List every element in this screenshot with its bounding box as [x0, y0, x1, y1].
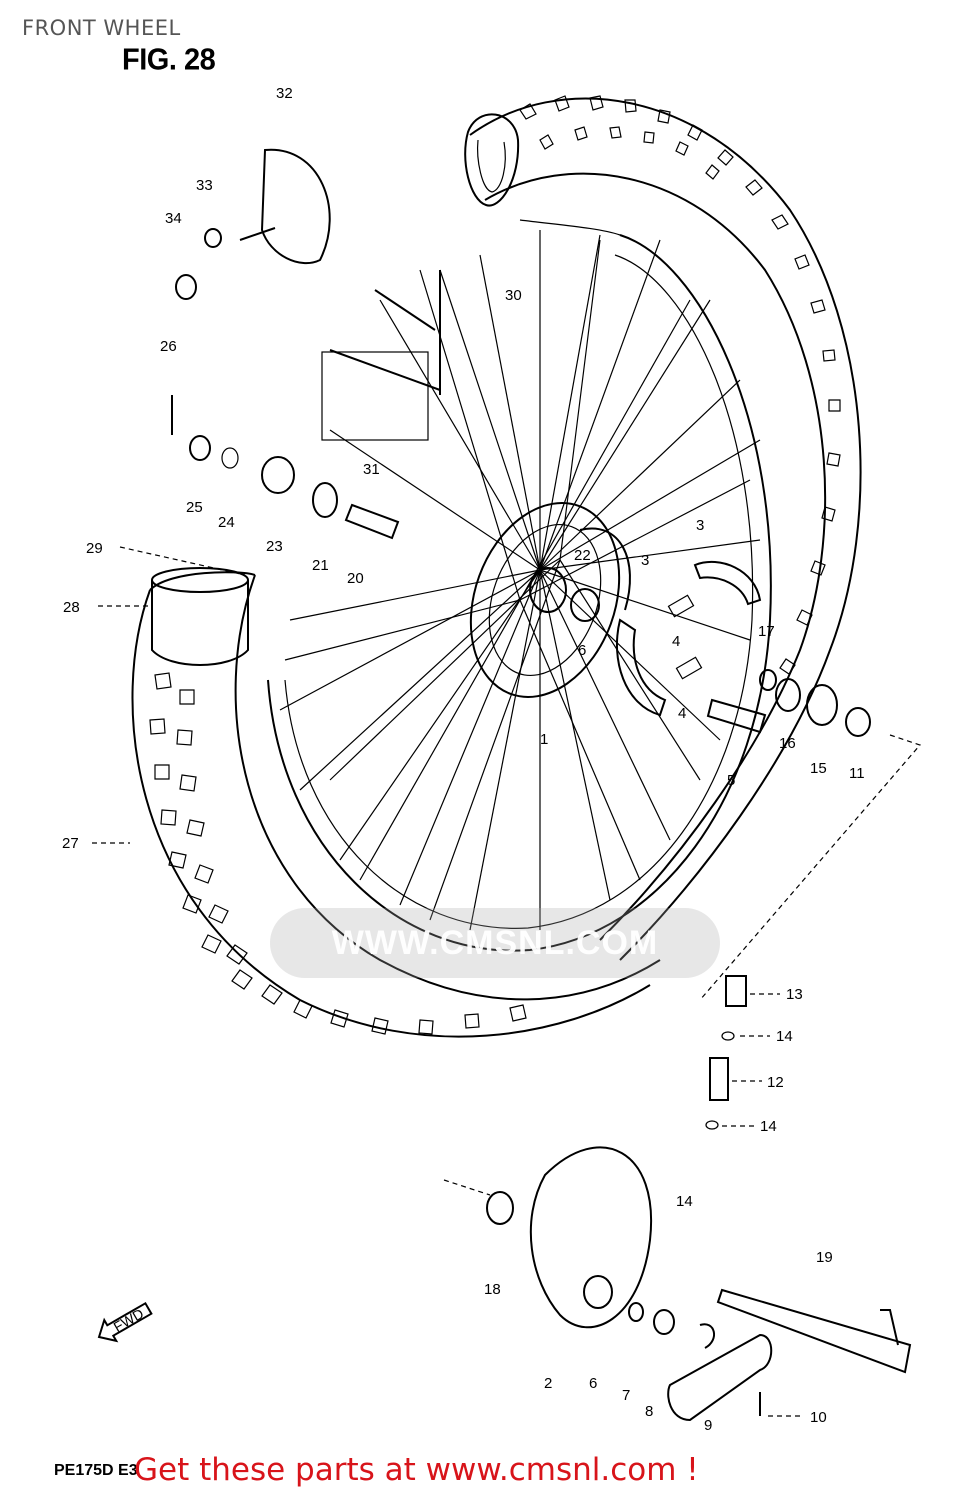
callout-2: 2	[544, 1375, 552, 1392]
figure-label: FIG. 28	[122, 43, 216, 77]
spokes	[279, 230, 761, 931]
callout-10: 10	[810, 1409, 827, 1426]
callout-34: 34	[165, 210, 182, 227]
brake-panel-assembly	[486, 975, 912, 1422]
page-title: FRONT WHEEL	[22, 16, 181, 40]
callout-16: 16	[779, 735, 796, 752]
spoke-group-31	[321, 270, 441, 441]
model-code: PE175D E3	[54, 1462, 138, 1479]
fwd-label: FWD	[111, 1305, 147, 1335]
callout-27: 27	[62, 835, 79, 852]
forward-arrow-icon: FWD	[97, 1301, 153, 1343]
callout-24: 24	[218, 514, 235, 531]
tire-lower	[131, 567, 661, 1038]
callout-4a: 4	[672, 633, 680, 650]
callout-25: 25	[186, 499, 203, 516]
callout-17: 17	[758, 623, 775, 640]
callout-15: 15	[810, 760, 827, 777]
cmsnl-link[interactable]: Get these parts at www.cmsnl.com !	[134, 1452, 699, 1488]
callout-5: 5	[727, 772, 735, 789]
axle-left-parts	[171, 395, 400, 540]
hub-bearing-22	[570, 588, 600, 622]
watermark: WWW.CMSNL.COM	[270, 908, 720, 978]
callout-20: 20	[347, 570, 364, 587]
callout-1: 1	[540, 731, 548, 748]
brake-shoes	[616, 560, 762, 717]
callout-3a: 3	[696, 517, 704, 534]
callout-9: 9	[704, 1417, 712, 1434]
callout-7: 7	[622, 1387, 630, 1404]
callout-3b: 3	[641, 552, 649, 569]
callout-12: 12	[767, 1074, 784, 1091]
speedo-drive-parts	[175, 148, 331, 300]
callout-29: 29	[86, 540, 103, 557]
callout-14a: 14	[776, 1028, 793, 1045]
rim	[267, 219, 772, 952]
callout-13: 13	[786, 986, 803, 1003]
callout-33: 33	[196, 177, 213, 194]
callout-14b: 14	[760, 1118, 777, 1135]
callout-4b: 4	[678, 705, 686, 722]
callout-31: 31	[363, 461, 380, 478]
callout-14c: 14	[676, 1193, 693, 1210]
callout-11: 11	[849, 765, 865, 782]
callout-labels: 32 33 34 26 30 31 25 24 23 21 20 29 28 2…	[62, 85, 865, 1434]
callout-22: 22	[574, 547, 591, 564]
callout-32: 32	[276, 85, 293, 102]
callout-23: 23	[266, 538, 283, 555]
callout-6: 6	[578, 642, 586, 659]
axle-right-parts	[699, 669, 922, 1001]
leader-lines	[92, 546, 800, 1417]
callout-19: 19	[816, 1249, 833, 1266]
tire-upper	[464, 95, 862, 961]
callout-21: 21	[312, 557, 329, 574]
callout-8: 8	[645, 1403, 653, 1420]
callout-18: 18	[484, 1281, 501, 1298]
callout-30: 30	[505, 287, 522, 304]
callout-26: 26	[160, 338, 177, 355]
callout-6b: 6	[589, 1375, 597, 1392]
callout-28: 28	[63, 599, 80, 616]
hub-assembly	[469, 502, 631, 698]
